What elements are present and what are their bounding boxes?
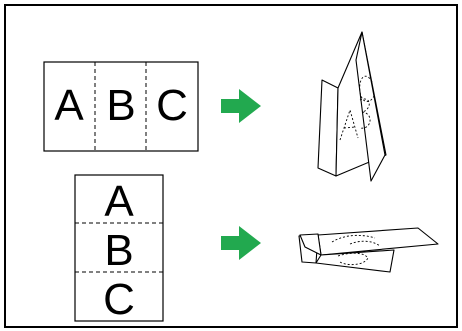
outer-frame [4,4,458,328]
letter-a-vertical: A [104,177,134,226]
folded-result-horizontal-icon [298,227,439,273]
horizontal-sheet-outline [43,61,199,152]
arrow-right-icon [221,89,261,123]
vertical-sheet: A B C [74,174,164,324]
folded-result-vertical-icon [317,31,387,182]
arrow-right-icon [221,226,261,260]
letter-c: C [156,81,188,130]
vertical-sheet-outline [74,174,164,322]
letter-c-vertical: C [103,275,135,324]
letter-b: B [106,81,135,130]
letter-a: A [54,81,84,130]
horizontal-sheet: A B C [43,61,199,152]
letter-b-vertical: B [104,226,133,275]
